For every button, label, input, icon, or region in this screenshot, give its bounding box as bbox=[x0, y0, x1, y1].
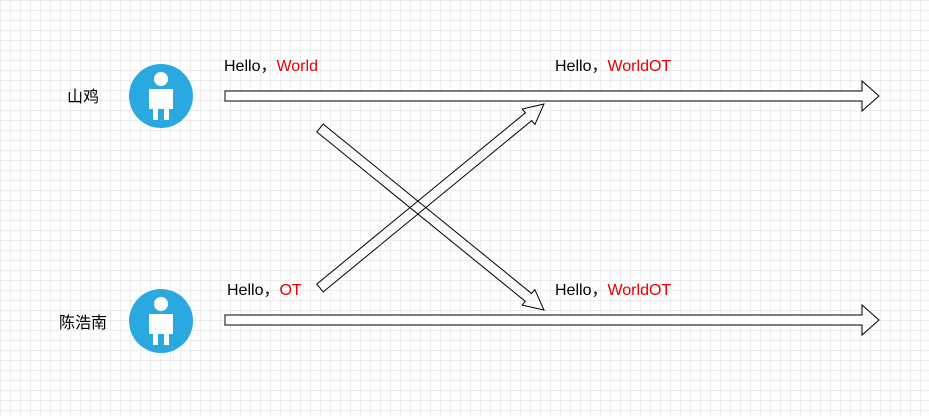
diagonal-arrow-down-shape bbox=[316, 123, 545, 311]
message-highlight: OT bbox=[279, 282, 301, 299]
user-chenhaonan: 陈浩南 bbox=[59, 289, 193, 353]
user-shanji: 山鸡 bbox=[67, 64, 193, 128]
diagonal-arrow-shanji-to-chenhaonan bbox=[316, 123, 545, 311]
timeline-arrow-chenhaonan bbox=[224, 303, 880, 337]
message-prefix: Hello， bbox=[555, 282, 607, 299]
message-chenhaonan-initial: Hello，OT bbox=[227, 282, 302, 299]
message-shanji-initial: Hello，World bbox=[224, 58, 318, 75]
diagonal-arrow-chenhaonan-to-shanji bbox=[316, 103, 545, 293]
timeline-arrow-shanji bbox=[224, 79, 880, 113]
message-highlight: WorldOT bbox=[607, 282, 671, 299]
message-prefix: Hello， bbox=[555, 58, 607, 75]
message-prefix: Hello， bbox=[224, 58, 276, 75]
message-shanji-merged: Hello，WorldOT bbox=[555, 58, 671, 75]
message-highlight: WorldOT bbox=[607, 58, 671, 75]
message-prefix: Hello， bbox=[227, 282, 279, 299]
diagonal-arrow-up-shape bbox=[316, 103, 545, 293]
user-name-shanji: 山鸡 bbox=[67, 87, 99, 106]
message-chenhaonan-merged: Hello，WorldOT bbox=[555, 282, 671, 299]
user-name-chenhaonan: 陈浩南 bbox=[59, 313, 107, 332]
person-icon bbox=[129, 64, 193, 128]
message-highlight: World bbox=[276, 58, 318, 75]
person-icon bbox=[129, 289, 193, 353]
